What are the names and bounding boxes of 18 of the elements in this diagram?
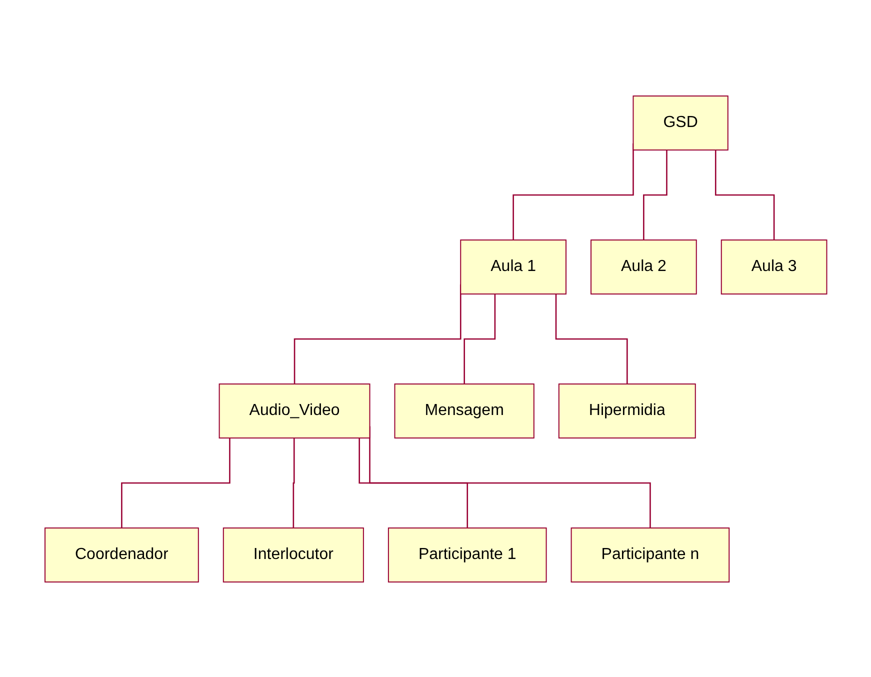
node-box: Participante 1 <box>388 526 546 582</box>
connector <box>120 438 230 528</box>
connector <box>714 150 774 240</box>
node-box: Aula 1 <box>460 239 566 294</box>
node-box: GSD <box>632 95 728 150</box>
connector <box>292 438 294 528</box>
connector <box>642 150 668 240</box>
node-box: Hipermidia <box>558 383 696 438</box>
node-box: Coordenador <box>44 526 199 582</box>
node-box: Aula 3 <box>720 239 827 294</box>
node-box: Aula 2 <box>590 239 696 294</box>
connector <box>554 294 628 384</box>
node-box: Participante n <box>570 526 730 582</box>
node-box: Mensagem <box>394 383 534 438</box>
connector <box>358 438 468 528</box>
node-box: Audio_Video <box>218 383 370 438</box>
node-box: Interlocutor <box>222 526 364 582</box>
connector <box>463 294 496 384</box>
